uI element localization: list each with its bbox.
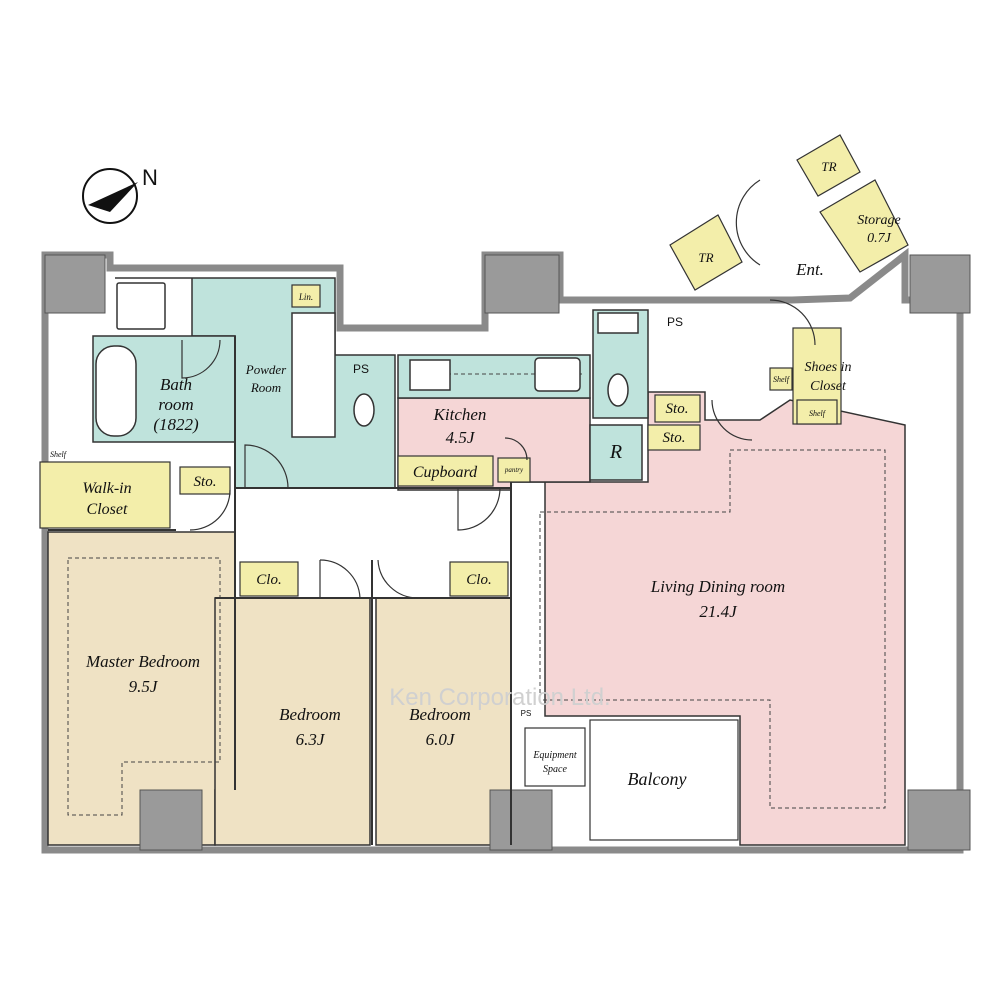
equipment-line2: Space [543,764,567,775]
entrance-label: Ent. [795,260,824,279]
master-bedroom-size: 9.5J [129,677,159,696]
columns [44,254,971,851]
toilet-sink [597,312,639,334]
shoes-label-1: Shoes in [804,360,851,375]
lin-area [291,284,321,308]
column-se [907,789,971,851]
cupboard-area [397,455,494,487]
clo-bedroom-b [449,561,509,597]
column-ne [909,254,971,314]
clo-b-label: Clo. [466,572,491,588]
bedroom-a-area [214,597,371,846]
storage-name: Storage [857,213,901,228]
column-n [484,254,560,314]
equipment-space-area [524,727,586,787]
balcony-area [589,719,739,841]
shelf-shoes-left [769,367,793,391]
powder-name: Powder [245,362,287,377]
door-swings [181,179,816,599]
bath-fixtures [95,282,639,438]
shelf-shoes-bottom [796,399,838,425]
column-nw [44,254,106,314]
sto-entry-2 [647,424,701,451]
ps-entry-label: PS [667,315,683,329]
column-s [489,789,553,851]
watermark: Ken Corporation Ltd. [389,684,610,711]
cupboard-label: Cupboard [413,464,478,481]
storage-blocks [39,134,909,597]
vanity [291,312,336,438]
tr-left-label: TR [698,250,713,265]
clo-bedroom-a [239,561,299,597]
pantry-area [497,457,531,483]
living-size: 21.4J [699,602,738,621]
bath-size: (1822) [153,415,199,434]
refrigerator-space [589,424,643,481]
bath-name: Bath [160,375,192,394]
shoes-label-2: Closet [810,379,847,394]
living-name: Living Dining room [650,577,785,596]
tr-top-label: TR [821,159,836,174]
bedroom-a-name: Bedroom [279,705,341,724]
interior-walls [48,336,512,845]
compass-letter: N [142,165,158,190]
sto-master [179,466,231,495]
master-bedroom-name: Master Bedroom [85,652,200,671]
bathtub [95,345,137,437]
equipment-line1: Equipment [532,750,577,761]
walk-in-closet-area [39,461,171,529]
shelf-walk-in: Shelf [50,450,68,459]
sto-master-label: Sto. [194,474,217,490]
kitchen-name: Kitchen [433,405,487,424]
storage-area [819,179,909,273]
kitchen-stove [409,359,451,391]
sto-entry-2-label: Sto. [663,430,686,446]
ps-balcony-label: PS [521,709,532,718]
tr-left [669,214,743,291]
refrigerator-label: R [609,441,622,463]
washer [116,282,166,330]
bedroom-b-area [375,597,512,846]
bedroom-b-name: Bedroom [409,705,471,724]
compass [82,168,138,224]
toilet-a [353,393,375,427]
kitchen-sink [534,357,581,392]
compass-needle [88,182,138,212]
column-sw [139,789,203,851]
clo-a-label: Clo. [256,572,281,588]
pantry-label: pantry [504,466,524,474]
powder-name2: Room [250,380,281,395]
kitchen-size: 4.5J [446,428,476,447]
balcony-group [524,719,739,841]
walk-in-label-2: Closet [87,501,128,518]
bedroom-a-size: 6.3J [296,730,326,749]
shelf-shoes-bottom-label: Shelf [809,409,827,418]
toilet-b [607,373,629,407]
living-dining-area [511,391,906,846]
balcony-label: Balcony [628,769,687,789]
walk-in-label-1: Walk-in [82,480,131,497]
tr-top [796,134,861,197]
bath-name2: room [158,395,193,414]
shelf-shoes-left-label: Shelf [773,375,791,384]
bedroom-b-size: 6.0J [426,730,456,749]
sto-entry-1 [654,394,701,423]
lin-label: Lin. [298,292,313,302]
storage-size: 0.7J [867,231,892,246]
ps-bath-label: PS [353,362,369,376]
sto-entry-1-label: Sto. [666,401,689,417]
